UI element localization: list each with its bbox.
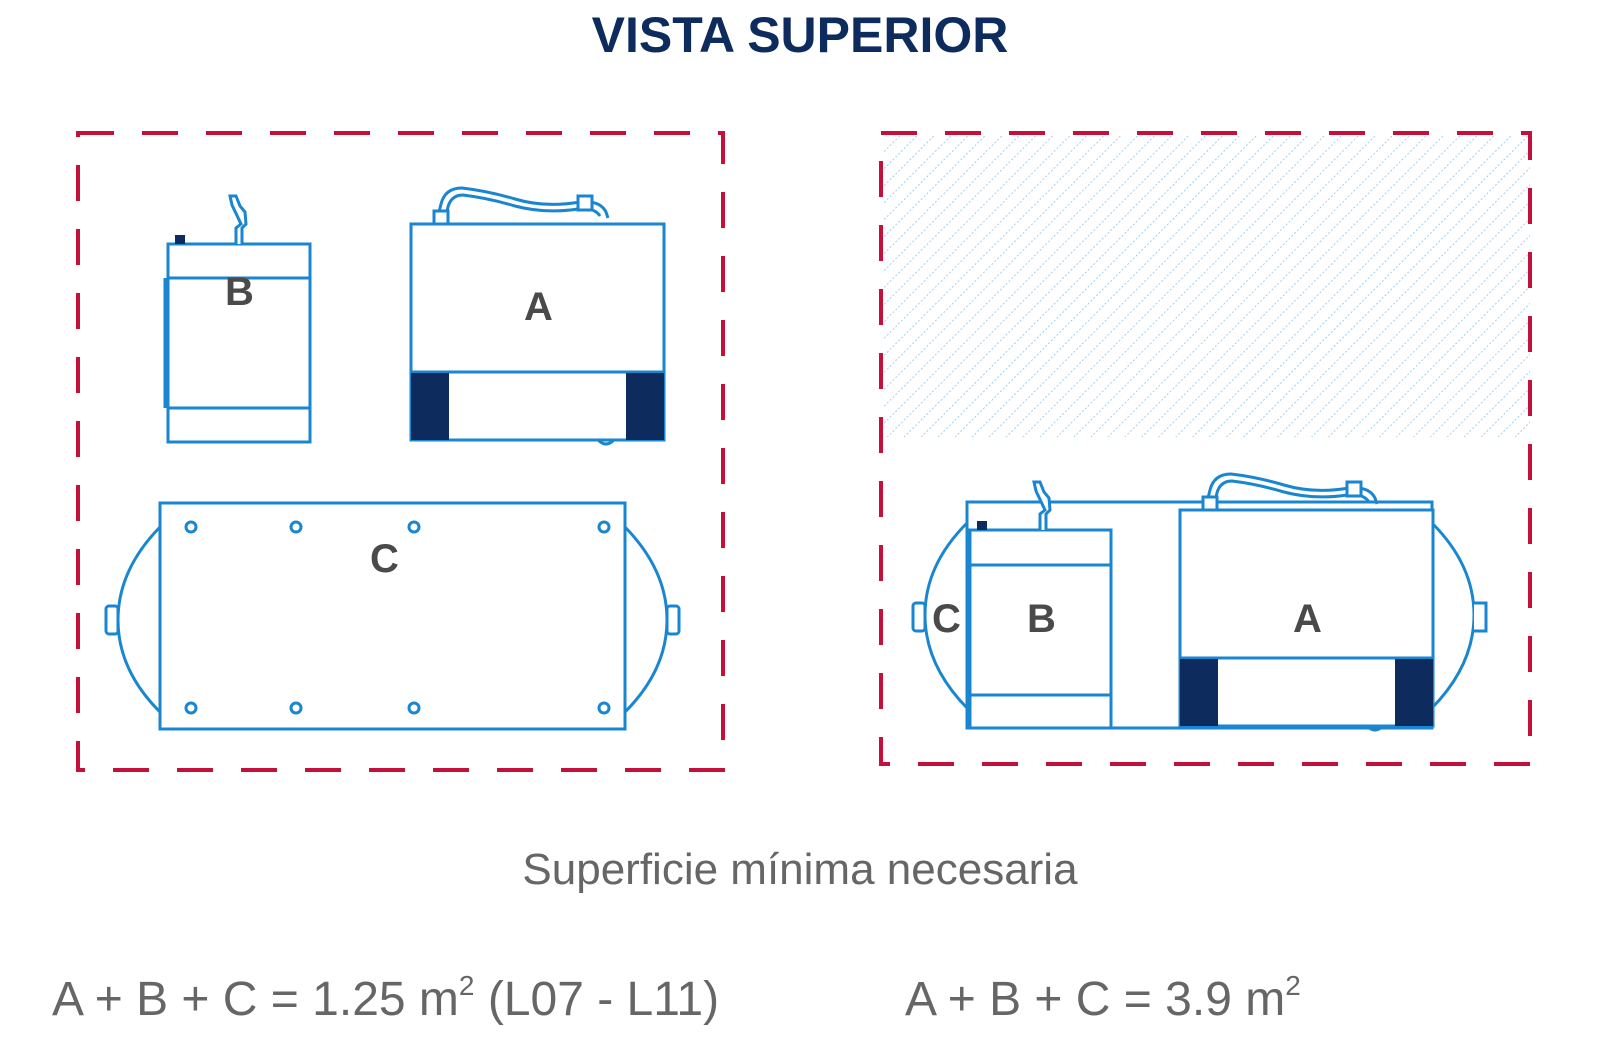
label-b: B [225, 270, 254, 314]
caption: Superficie mínima necesaria [522, 845, 1078, 894]
formula-right-expr: A + B + C = 3.9 m [905, 973, 1286, 1026]
layout-separate: B A C [76, 131, 725, 772]
unit-a [409, 186, 666, 446]
label-b-combined: B [1027, 597, 1056, 641]
hatched-area [883, 135, 1530, 437]
formula-right-exponent: 2 [1285, 970, 1301, 1001]
label-a-combined: A [1293, 597, 1322, 641]
formula-left-expr: A + B + C = 1.25 m [52, 973, 459, 1026]
label-a: A [524, 285, 553, 329]
layout-combined: C B A [879, 131, 1532, 766]
unit-a-combined [1178, 472, 1435, 732]
label-c: C [370, 537, 399, 581]
unit-b-combined [968, 480, 1113, 730]
formula-left-suffix: (L07 - L11) [474, 973, 720, 1026]
unit-c [104, 501, 681, 731]
unit-b [163, 194, 312, 444]
diagram-title: VISTA SUPERIOR [591, 7, 1009, 63]
label-c-combined: C [932, 597, 961, 641]
formula-right: A + B + C = 3.9 m2 [905, 972, 1301, 1027]
dashed-boundary-left [76, 131, 725, 772]
formula-left: A + B + C = 1.25 m2 (L07 - L11) [52, 972, 719, 1027]
formula-left-exponent: 2 [458, 970, 475, 1001]
dashed-boundary-right [879, 131, 1532, 766]
